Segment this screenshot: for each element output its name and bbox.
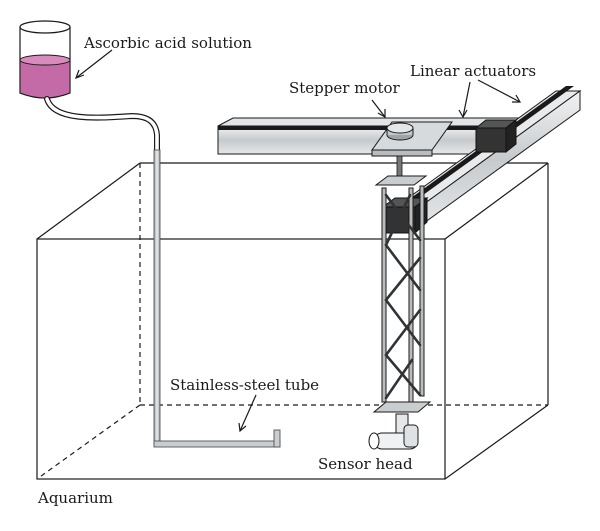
solution-container	[19, 20, 71, 99]
label-arrows	[74, 49, 522, 433]
label-sensor-head: Sensor head	[318, 455, 413, 473]
aquarium-back-edges	[36, 163, 548, 480]
stepper-motor	[371, 121, 453, 177]
sensor-head	[368, 413, 419, 450]
label-stepper-motor: Stepper motor	[289, 79, 401, 97]
supply-hose	[44, 96, 160, 168]
linear-actuator-x	[217, 117, 521, 155]
aquarium-box	[36, 162, 549, 480]
label-linear-actuators: Linear actuators	[410, 62, 536, 80]
actuator-block-back	[474, 118, 518, 154]
label-ascorbic-acid: Ascorbic acid solution	[83, 34, 252, 52]
stainless-steel-tube	[153, 149, 281, 448]
label-stainless-steel-tube: Stainless-steel tube	[170, 376, 319, 394]
scissor-lift	[372, 175, 432, 413]
label-aquarium: Aquarium	[37, 489, 113, 507]
